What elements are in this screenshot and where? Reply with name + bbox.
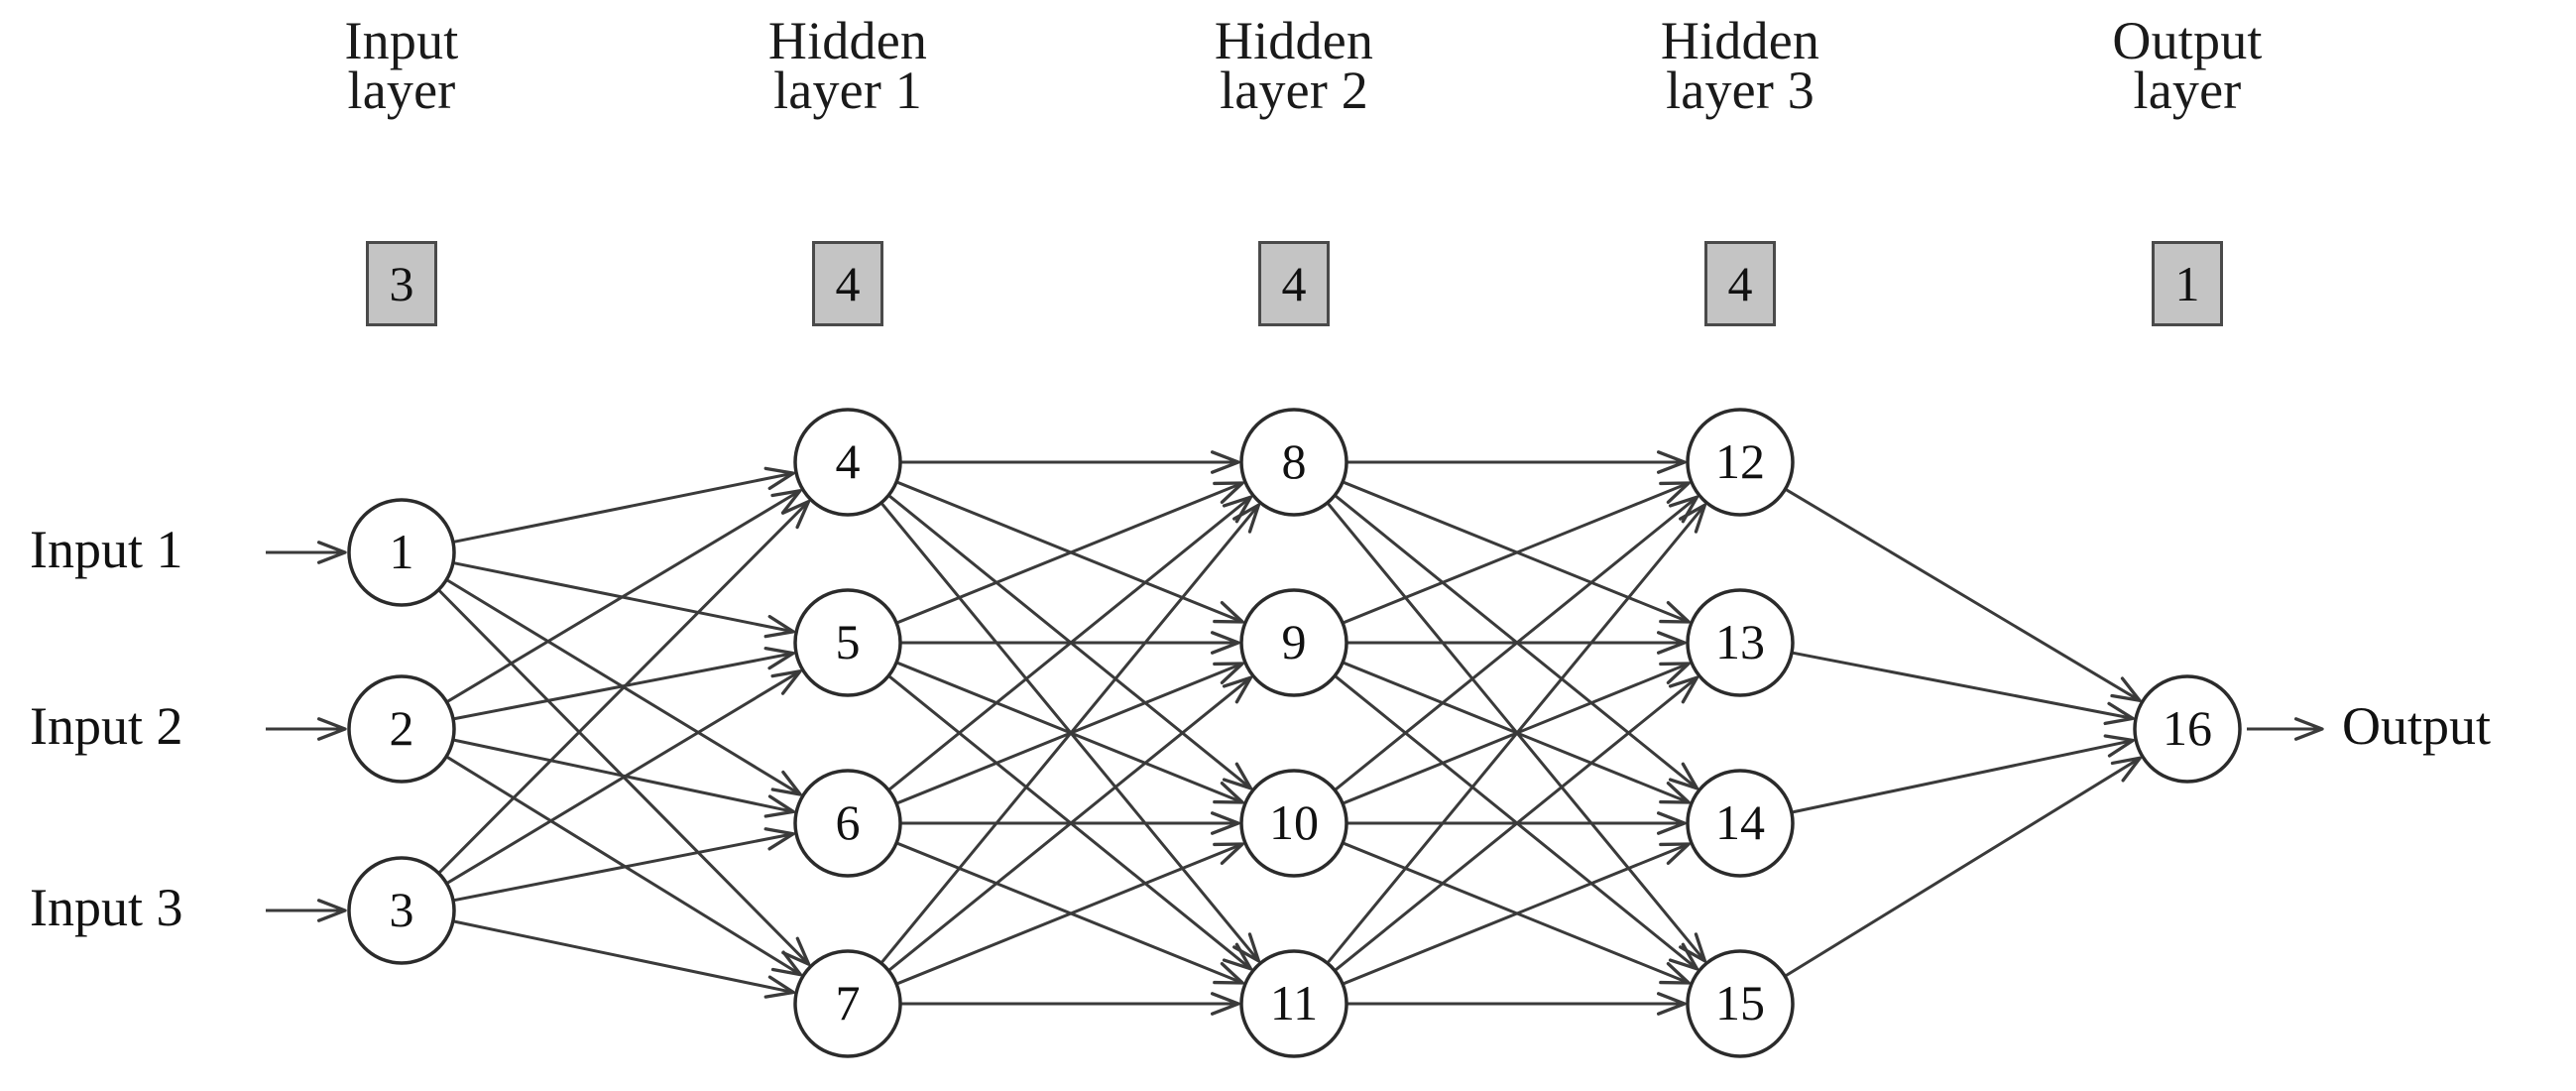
neuron-node-2[interactable] bbox=[347, 674, 456, 784]
neuron-node-4[interactable] bbox=[793, 408, 902, 517]
edge-7-to-10 bbox=[896, 842, 1244, 985]
edge-3-to-7 bbox=[454, 919, 795, 999]
edge-7-to-9 bbox=[888, 675, 1253, 971]
neuron-node-11[interactable] bbox=[1239, 949, 1348, 1058]
edge-3-to-5 bbox=[446, 669, 802, 885]
neuron-node-9[interactable] bbox=[1239, 588, 1348, 697]
unit-count-box-hidden1: 4 bbox=[812, 241, 883, 326]
output-label: Output bbox=[2342, 696, 2492, 756]
edge-12-to-16 bbox=[1786, 488, 2142, 702]
layer-header-hidden3: Hidden layer 3 bbox=[1660, 11, 1820, 120]
layer-header-hidden2: Hidden layer 2 bbox=[1214, 11, 1374, 120]
edge-11-to-12 bbox=[1327, 503, 1707, 963]
neuron-node-16[interactable] bbox=[2133, 674, 2242, 784]
neuron-node-15[interactable] bbox=[1686, 949, 1795, 1058]
edge-7-to-8 bbox=[880, 503, 1261, 963]
unit-count-box-hidden3: 4 bbox=[1704, 241, 1776, 326]
neuron-node-8[interactable] bbox=[1239, 408, 1348, 517]
edge-11-to-14 bbox=[1343, 842, 1691, 985]
edge-1-to-4 bbox=[454, 466, 795, 544]
unit-count-box-input: 3 bbox=[366, 241, 437, 326]
edge-14-to-16 bbox=[1793, 734, 2135, 814]
nodes-group bbox=[347, 408, 2242, 1058]
neuron-node-14[interactable] bbox=[1686, 769, 1795, 878]
unit-count-box-hidden2: 4 bbox=[1258, 241, 1330, 326]
edges-group bbox=[438, 450, 2142, 1016]
edge-9-to-12 bbox=[1343, 481, 1691, 624]
unit-count-box-output: 1 bbox=[2152, 241, 2223, 326]
edge-10-to-12 bbox=[1335, 495, 1699, 790]
layer-header-output: Output layer bbox=[2112, 11, 2263, 120]
neuron-node-5[interactable] bbox=[793, 588, 902, 697]
layer-header-input: Input layer bbox=[344, 11, 459, 120]
neuron-node-1[interactable] bbox=[347, 498, 456, 607]
edge-6-to-8 bbox=[888, 495, 1253, 790]
neuron-node-10[interactable] bbox=[1239, 769, 1348, 878]
input-label-1: Input 1 bbox=[30, 520, 183, 579]
neuron-node-12[interactable] bbox=[1686, 408, 1795, 517]
edge-11-to-13 bbox=[1335, 675, 1699, 971]
layer-header-hidden1: Hidden layer 1 bbox=[767, 11, 928, 120]
edge-15-to-16 bbox=[1785, 756, 2142, 977]
input-label-3: Input 3 bbox=[30, 878, 183, 937]
input-label-2: Input 2 bbox=[30, 696, 183, 756]
edge-3-to-4 bbox=[438, 500, 811, 874]
io-arrows-group bbox=[266, 541, 2324, 922]
neuron-node-7[interactable] bbox=[793, 949, 902, 1058]
neuron-node-13[interactable] bbox=[1686, 588, 1795, 697]
edge-2-to-4 bbox=[447, 489, 802, 703]
neuron-node-3[interactable] bbox=[347, 856, 456, 965]
edge-5-to-8 bbox=[896, 481, 1244, 624]
edge-13-to-16 bbox=[1793, 651, 2135, 726]
neuron-node-6[interactable] bbox=[793, 769, 902, 878]
edge-3-to-6 bbox=[454, 827, 795, 903]
